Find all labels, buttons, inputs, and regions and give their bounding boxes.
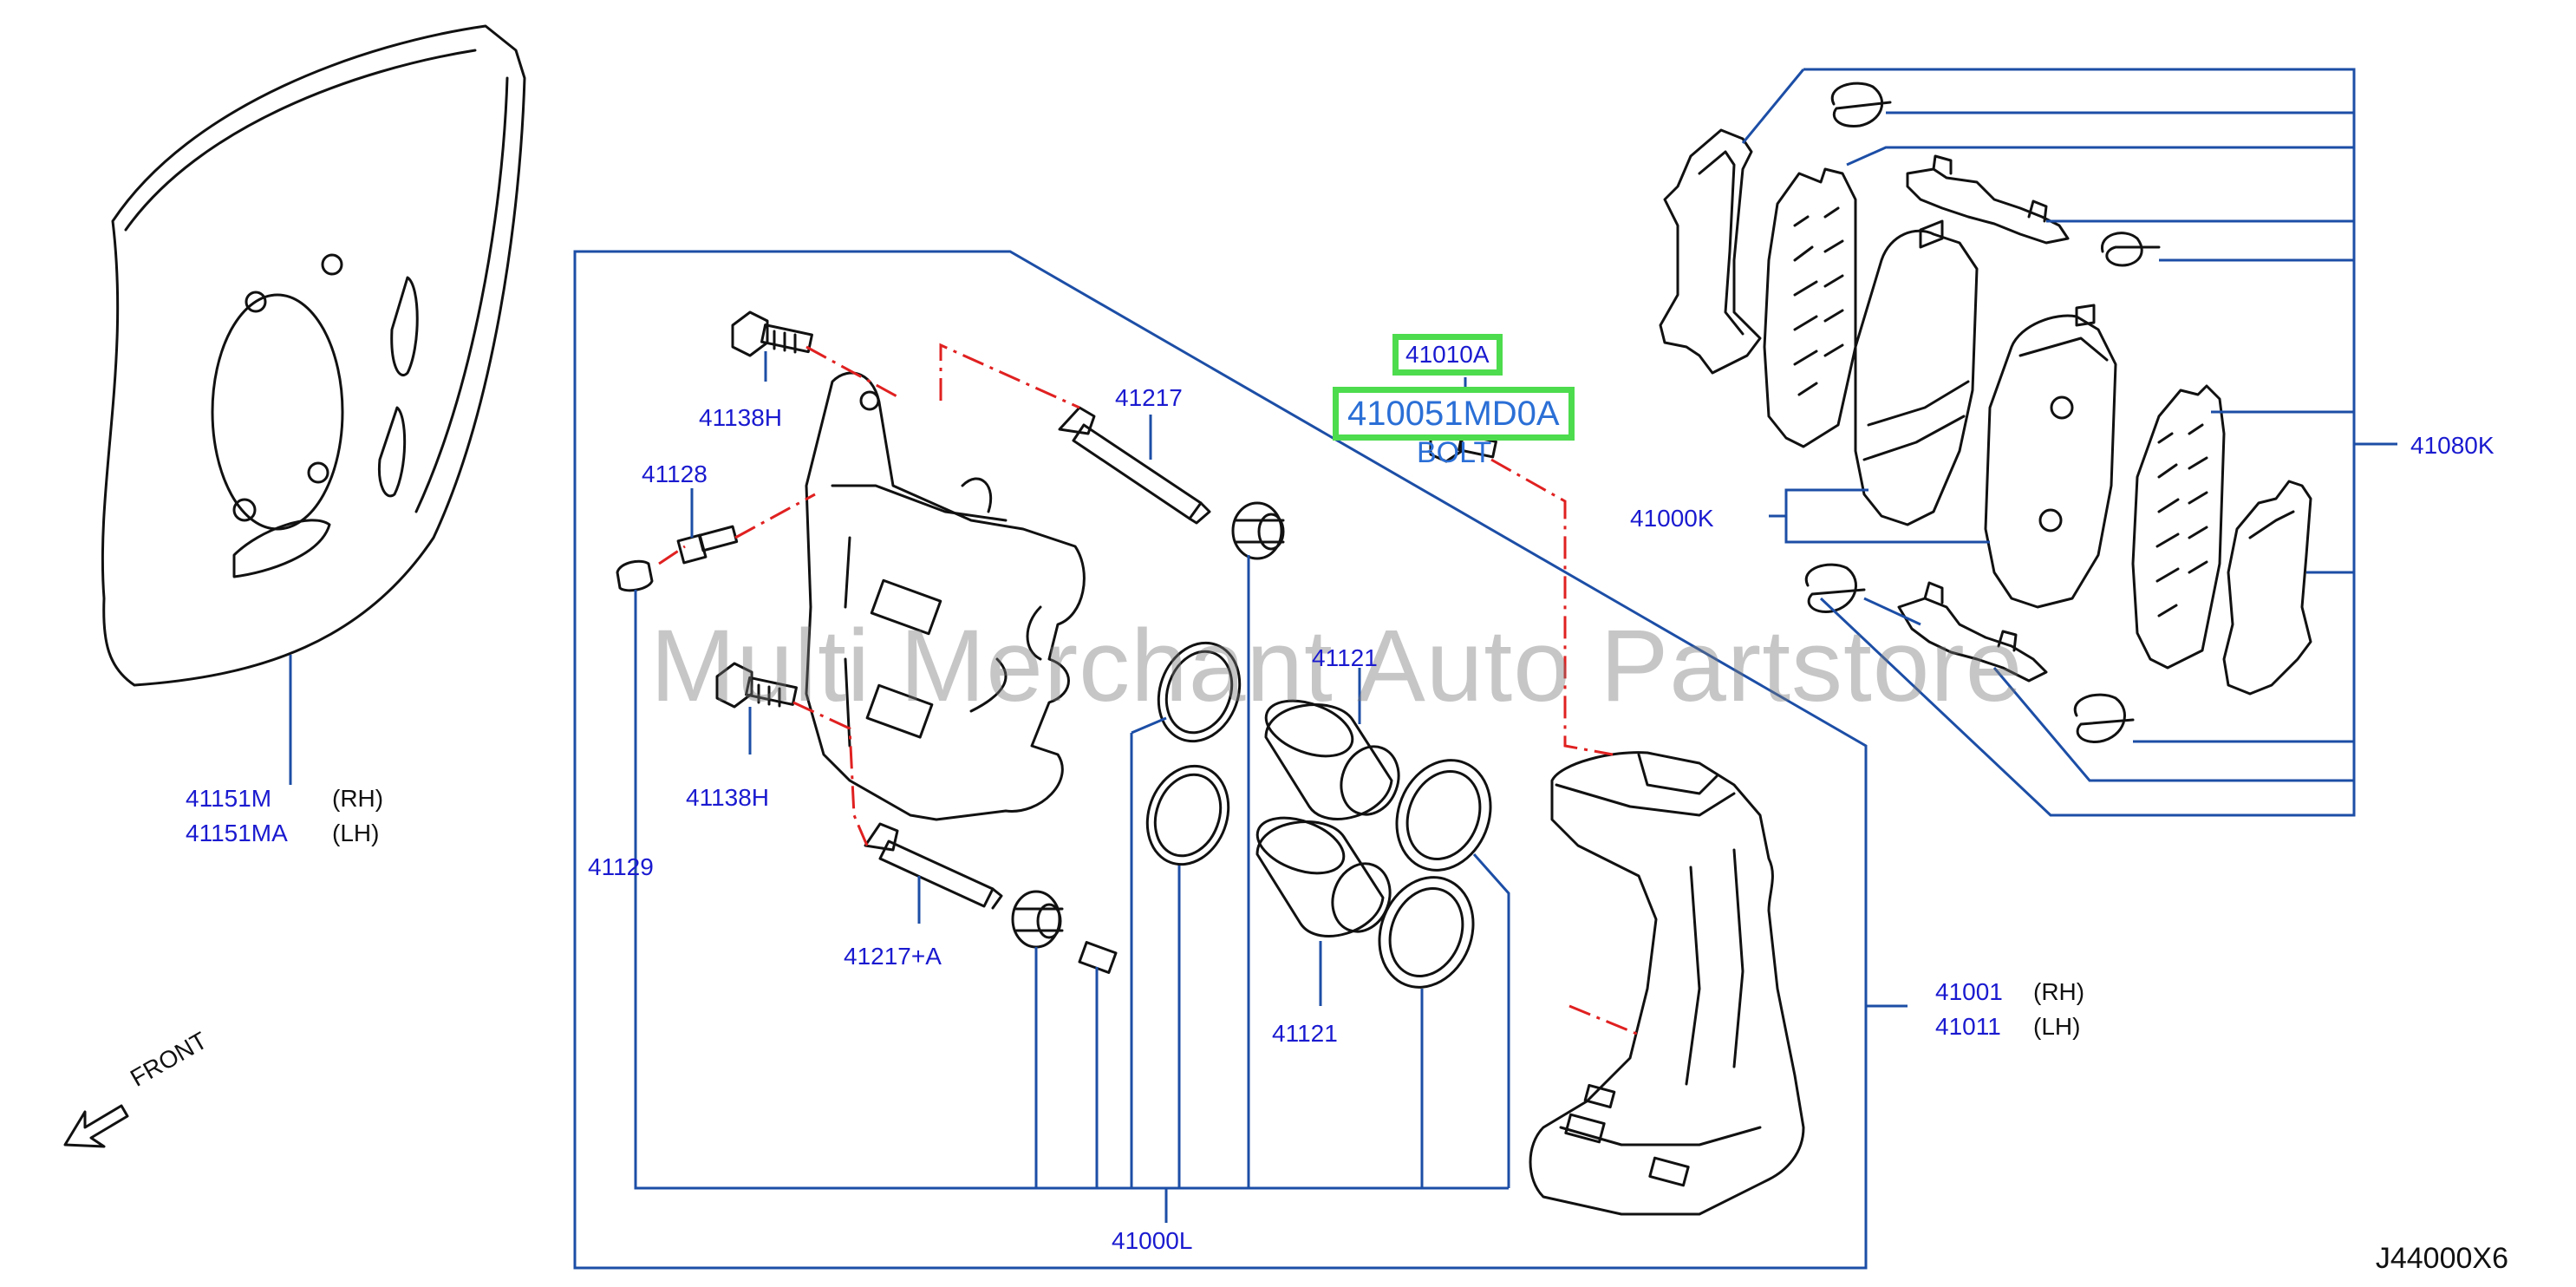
bleeder-cap-41129[interactable] (616, 559, 654, 592)
guide-pin-41217a[interactable] (864, 822, 1003, 910)
dust-boot-upper[interactable] (1380, 746, 1506, 884)
brake-pad-inner[interactable] (1984, 304, 2117, 609)
pin-boot-top[interactable] (1231, 501, 1285, 560)
pin-boot-bottom[interactable] (1011, 890, 1064, 949)
label-41010a[interactable]: 41010A (1392, 334, 1503, 376)
piston-seal-lower[interactable] (1134, 755, 1242, 876)
pad-backing-inner[interactable] (2131, 384, 2226, 670)
piston-lower[interactable] (1250, 807, 1399, 940)
brake-pad-outer[interactable] (1854, 219, 1979, 526)
label-41138h-top[interactable]: 41138H (699, 404, 783, 431)
label-41129[interactable]: 41129 (588, 853, 654, 880)
dust-boot-lower[interactable] (1363, 863, 1489, 1001)
caliper-body[interactable] (805, 371, 1086, 821)
label-41000l[interactable]: 41000L (1112, 1227, 1193, 1254)
pad-spring-left[interactable] (1804, 563, 1866, 613)
label-41128[interactable]: 41128 (642, 461, 708, 487)
pad-spring-right[interactable] (2101, 232, 2161, 267)
diagram-code: J44000X6 (2375, 1242, 2508, 1275)
label-41217a[interactable]: 41217+A (844, 943, 942, 970)
bolt-41138h-top[interactable] (731, 310, 813, 357)
label-41011[interactable]: 41011 (1935, 1013, 2001, 1040)
guide-pin-41217[interactable] (1058, 406, 1211, 525)
label-bolt[interactable]: BOLT (1417, 436, 1492, 469)
pad-backing-outer[interactable] (1763, 167, 1857, 448)
callout-lines (289, 68, 2397, 1270)
label-lh-41151: (LH) (332, 820, 380, 846)
label-41138h-bottom[interactable]: 41138H (686, 784, 770, 811)
label-rh-41001: (RH) (2033, 978, 2085, 1005)
label-41000k[interactable]: 41000K (1630, 505, 1714, 532)
label-41151m[interactable]: 41151M (186, 785, 272, 812)
caliper-support[interactable] (1529, 751, 1805, 1216)
label-41001[interactable]: 41001 (1935, 978, 2003, 1005)
pad-clip-top[interactable] (1906, 154, 2070, 245)
bleeder-41128[interactable] (676, 525, 739, 565)
dust-shield[interactable] (101, 24, 526, 687)
label-lh-41011: (LH) (2033, 1013, 2081, 1040)
label-41121-top[interactable]: 41121 (1312, 644, 1378, 671)
front-arrow-icon (63, 1104, 129, 1148)
pad-clip-bottom[interactable] (1897, 581, 2048, 683)
pad-spring-top[interactable] (1830, 82, 1892, 127)
label-41151ma[interactable]: 41151MA (186, 820, 288, 846)
shim-inner-right[interactable] (2222, 480, 2312, 696)
shim-outer-left[interactable] (1659, 128, 1762, 375)
bolt-41138h-bottom[interactable] (715, 662, 798, 709)
label-rh-41151: (RH) (332, 785, 384, 812)
small-cap[interactable] (1078, 941, 1118, 974)
label-41080k[interactable]: 41080K (2410, 432, 2494, 459)
piston-upper[interactable] (1259, 690, 1408, 823)
label-410051md0a[interactable]: 410051MD0A (1333, 387, 1575, 441)
label-41217[interactable]: 41217 (1115, 384, 1183, 411)
assembly-lines (658, 343, 1644, 1038)
label-41121-bottom[interactable]: 41121 (1272, 1020, 1338, 1047)
piston-seal-upper[interactable] (1145, 631, 1253, 753)
pad-spring-bottom[interactable] (2073, 693, 2135, 743)
